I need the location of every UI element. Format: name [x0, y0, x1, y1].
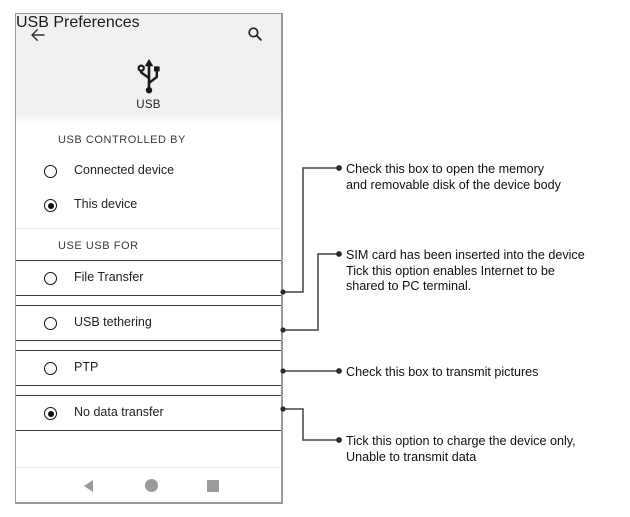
option-label: This device: [74, 197, 138, 211]
option-label: File Transfer: [74, 270, 144, 284]
nav-home-circle-icon[interactable]: [145, 479, 158, 492]
option-connected-device[interactable]: Connected device: [16, 154, 281, 188]
callout-bullet-dot: [336, 165, 342, 171]
option-ptp[interactable]: PTP: [16, 351, 281, 385]
list-rule: [16, 340, 281, 341]
list-gap: [16, 386, 281, 395]
search-icon[interactable]: [246, 25, 263, 42]
option-no-data-transfer[interactable]: No data transfer: [16, 396, 281, 430]
annotation-no-data-transfer: Tick this option to charge the device on…: [346, 434, 576, 464]
radio-ptp[interactable]: [44, 362, 57, 375]
radio-file-transfer[interactable]: [44, 272, 57, 285]
list-rule: [16, 395, 281, 396]
option-usb-tethering[interactable]: USB tethering: [16, 306, 281, 340]
nav-back-triangle-icon[interactable]: [84, 480, 93, 492]
option-label: Connected device: [74, 163, 175, 177]
list-rule: [16, 305, 281, 306]
list-rule: [16, 430, 281, 431]
settings-list: USB CONTROLLED BY Connected device This …: [16, 123, 281, 431]
list-rule: [16, 385, 281, 386]
usb-hero: USB: [16, 58, 281, 111]
android-nav-bar: [16, 467, 281, 502]
option-label: No data transfer: [74, 405, 164, 419]
callout-bullet-dot: [336, 368, 342, 374]
page-title: USB Preferences: [16, 14, 140, 31]
list-rule: [16, 350, 281, 351]
arrow-left-icon[interactable]: [29, 26, 47, 44]
usb-trident-icon: [136, 58, 160, 94]
nav-recents-square-icon[interactable]: [207, 480, 219, 492]
option-this-device[interactable]: This device: [16, 188, 281, 222]
header-fade: [16, 114, 281, 123]
app-bar: USB Preferences: [16, 14, 281, 54]
list-rule: [16, 295, 281, 296]
list-gap: [16, 341, 281, 350]
radio-this-device[interactable]: [44, 199, 57, 212]
list-gap: [16, 296, 281, 305]
section-header-usb-controlled-by: USB CONTROLLED BY: [58, 134, 186, 146]
radio-connected-device[interactable]: [44, 165, 57, 178]
annotation-usb-tethering: SIM card has been inserted into the devi…: [346, 248, 585, 293]
radio-usb-tethering[interactable]: [44, 317, 57, 330]
option-label: USB tethering: [74, 315, 152, 329]
usb-caption: USB: [136, 99, 161, 111]
section-divider: [16, 228, 281, 229]
phone-mockup: USB Preferences USB: [15, 13, 283, 504]
section-header-use-usb-for: USE USB FOR: [58, 240, 139, 252]
option-label: PTP: [74, 360, 99, 374]
annotation-file-transfer: Check this box to open the memory and re…: [346, 162, 561, 192]
callout-bullet-dot: [336, 251, 342, 257]
option-file-transfer[interactable]: File Transfer: [16, 261, 281, 295]
list-rule: [16, 260, 281, 261]
callout-bullet-dot: [336, 437, 342, 443]
annotation-ptp: Check this box to transmit pictures: [346, 365, 539, 379]
phone-header-area: USB Preferences USB: [16, 14, 281, 123]
radio-no-data-transfer[interactable]: [44, 407, 57, 420]
